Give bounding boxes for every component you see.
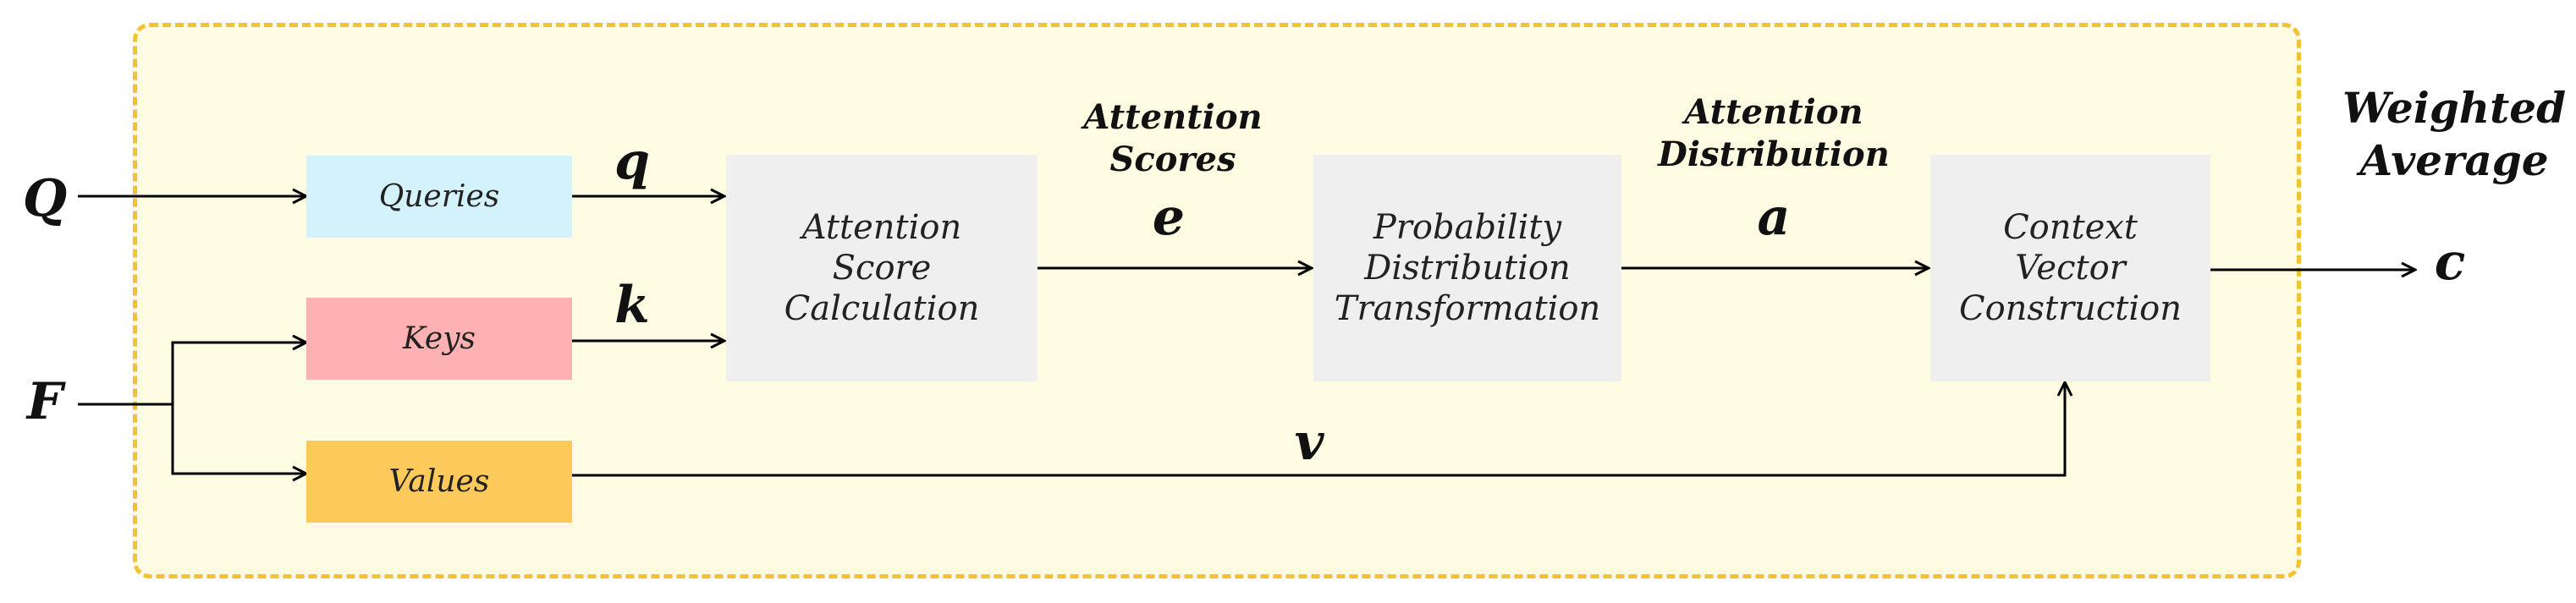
arrow-values-to-context (572, 382, 2065, 477)
input-f-label: F (26, 372, 63, 431)
keys-box: Keys (306, 298, 572, 380)
context-vector-construction-box: Context Vector Construction (1930, 155, 2210, 381)
edge-label-k: k (614, 276, 650, 335)
output-label-c: c (2434, 233, 2466, 292)
attention-scores-caption: Attention Scores (1083, 97, 1263, 179)
weighted-average-caption: Weighted Average (2342, 83, 2567, 185)
edge-label-v: v (1294, 413, 1324, 472)
input-q-label: Q (22, 169, 68, 228)
edge-label-e: e (1152, 188, 1186, 247)
arrow-f-to-values (171, 404, 306, 474)
probability-distribution-transformation-box: Probability Distribution Transformation (1313, 155, 1621, 381)
values-box: Values (306, 441, 572, 523)
attention-score-calculation-box: Attention Score Calculation (726, 155, 1038, 381)
edge-label-q: q (614, 132, 650, 191)
queries-box: Queries (306, 156, 572, 238)
attention-distribution-caption: Attention Distribution (1658, 92, 1890, 174)
arrow-f-to-keys (171, 343, 306, 404)
edge-label-a: a (1757, 188, 1791, 247)
